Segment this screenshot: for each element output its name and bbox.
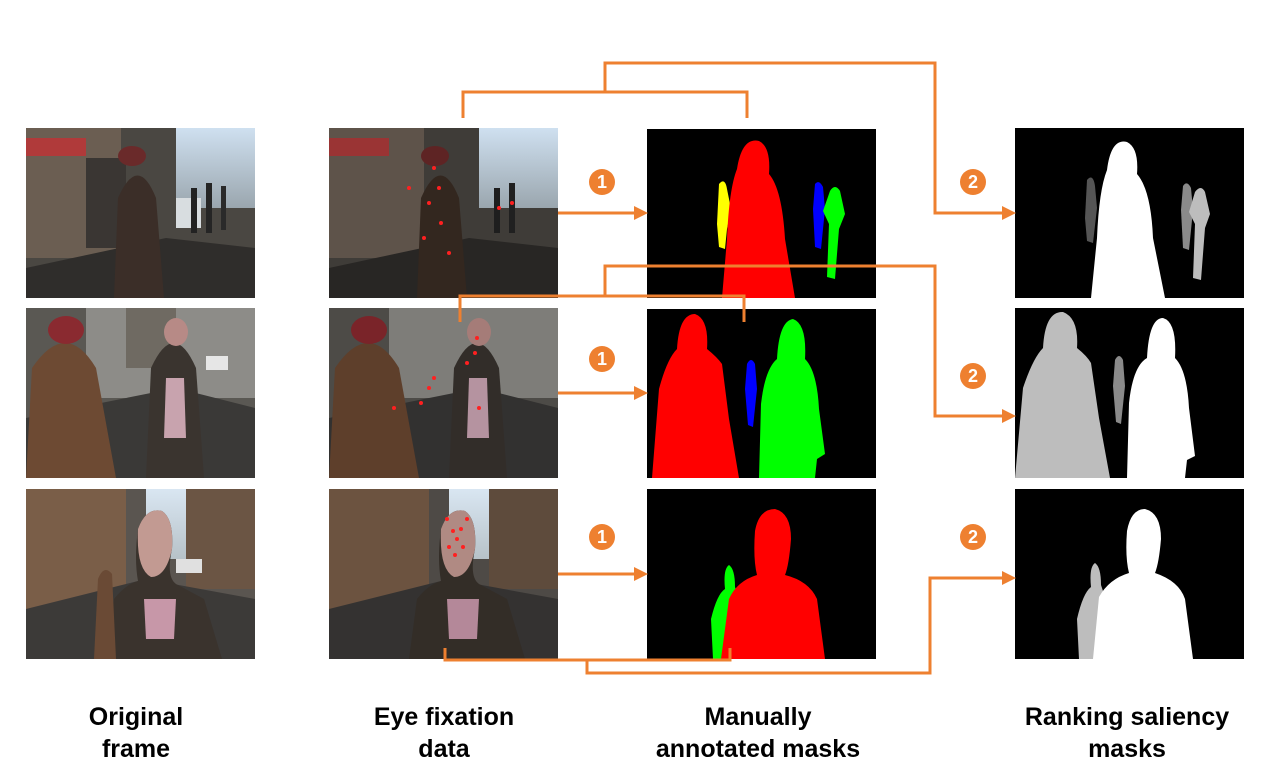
ranking-mask-2 [1015,308,1244,478]
column-label-original-line-2: frame [101,735,171,763]
fixation-frame-2 [329,308,558,478]
fixation-frame-1 [329,128,558,298]
fixation-points-2 [392,336,481,410]
step-2-marker-row-2: 2 [960,363,986,389]
manual-mask-3 [647,489,876,659]
step-1-marker-row-2: 1 [589,346,615,372]
column-label-ranking-line-1: Ranking saliency [1024,703,1230,731]
ranking-mask-3 [1015,489,1244,659]
original-frame-2 [26,308,255,478]
step-1-marker-row-3: 1 [589,524,615,550]
original-frame-3 [26,489,255,659]
fixation-frame-3 [329,489,558,659]
column-label-ranking-line-2: masks [1088,735,1166,763]
column-label-fixation-line-1: Eye fixation [373,703,515,731]
ranking-mask-1 [1015,128,1244,298]
fixation-points-3 [445,517,469,557]
column-label-manual-line-2: annotated masks [655,735,861,763]
step-1-marker-row-1: 1 [589,169,615,195]
column-label-fixation-line-2: data [418,735,470,763]
column-label-fixation: Eye fixation data [334,701,554,765]
column-label-ranking: Ranking saliency masks [1002,701,1252,765]
step-2-marker-row-1: 2 [960,169,986,195]
manual-mask-2 [647,309,876,478]
column-label-original-line-1: Original [88,703,184,731]
manual-mask-1 [647,129,876,298]
column-label-manual-line-1: Manually [704,703,812,731]
step-2-marker-row-3: 2 [960,524,986,550]
column-label-original: Original frame [26,701,246,765]
column-label-manual: Manually annotated masks [638,701,878,765]
fixation-points-1 [407,166,514,255]
original-frame-1 [26,128,255,298]
